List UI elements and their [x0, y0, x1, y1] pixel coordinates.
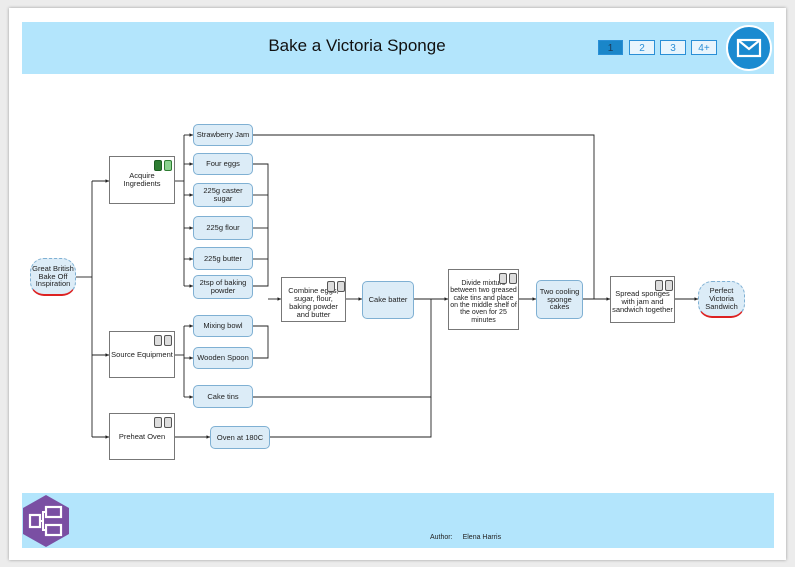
node-caster-sugar[interactable]: 225g caster sugar: [193, 183, 253, 207]
page-1-button[interactable]: 1: [598, 40, 623, 55]
status-indicator: [154, 335, 162, 346]
node-wooden-spoon[interactable]: Wooden Spoon: [193, 347, 253, 369]
envelope-icon: [736, 38, 762, 58]
node-strawberry-jam[interactable]: Strawberry Jam: [193, 124, 253, 146]
node-divide-mixture-label: Divide mixture between two greased cake …: [450, 279, 517, 324]
node-spread-sponges-label: Spread sponges with jam and sandwich tog…: [612, 289, 673, 314]
page-2-button[interactable]: 2: [629, 40, 655, 55]
node-butter[interactable]: 225g butter: [193, 247, 253, 270]
author-name: Elena Harris: [462, 534, 502, 541]
status-indicator: [509, 273, 517, 284]
status-indicator: [665, 280, 673, 291]
status-indicator: [154, 417, 162, 428]
node-perfect-victoria-sandwich[interactable]: Perfect Victoria Sandwich: [698, 281, 745, 318]
node-combine-label: Combine eggs, sugar, flour, baking powde…: [288, 286, 339, 319]
node-acquire-ingredients[interactable]: Acquire Ingredients: [109, 156, 175, 204]
footer-bar: Author: Elena Harris: [22, 493, 774, 548]
status-indicator: [655, 280, 663, 291]
node-source-equipment[interactable]: Source Equipment: [109, 331, 175, 378]
node-mixing-bowl[interactable]: Mixing bowl: [193, 315, 253, 337]
node-spread-sponges[interactable]: Spread sponges with jam and sandwich tog…: [610, 276, 675, 323]
node-cooling-sponges[interactable]: Two cooling sponge cakes: [536, 280, 583, 319]
node-cake-batter[interactable]: Cake batter: [362, 281, 414, 319]
node-inspiration[interactable]: Great British Bake Off Inspiration: [30, 258, 76, 296]
page-more-button[interactable]: 4+: [691, 40, 717, 55]
node-flour[interactable]: 225g flour: [193, 216, 253, 240]
author-line: Author: Elena Harris: [430, 534, 511, 541]
node-source-equipment-label: Source Equipment: [111, 349, 173, 359]
mail-button[interactable]: [726, 25, 772, 71]
node-acquire-ingredients-label: Acquire Ingredients: [123, 171, 161, 188]
node-preheat-oven-label: Preheat Oven: [118, 431, 166, 441]
node-oven-180c[interactable]: Oven at 180C: [210, 426, 270, 449]
node-cake-tins[interactable]: Cake tins: [193, 385, 253, 408]
author-label: Author:: [430, 534, 453, 541]
status-indicator: [164, 335, 172, 346]
status-indicator: [499, 273, 507, 284]
status-indicator: [337, 281, 345, 292]
status-indicator-dark-green: [154, 160, 162, 171]
status-indicator: [327, 281, 335, 292]
node-combine[interactable]: Combine eggs, sugar, flour, baking powde…: [281, 277, 346, 322]
page-3-button[interactable]: 3: [660, 40, 686, 55]
node-preheat-oven[interactable]: Preheat Oven: [109, 413, 175, 460]
status-indicator: [164, 417, 172, 428]
page-title: Bake a Victoria Sponge: [268, 36, 446, 55]
node-divide-mixture[interactable]: Divide mixture between two greased cake …: [448, 269, 519, 330]
node-baking-powder[interactable]: 2tsp of baking powder: [193, 275, 253, 299]
status-indicator-light-green: [164, 160, 172, 171]
app-logo-icon: [23, 495, 69, 547]
node-four-eggs[interactable]: Four eggs: [193, 153, 253, 175]
